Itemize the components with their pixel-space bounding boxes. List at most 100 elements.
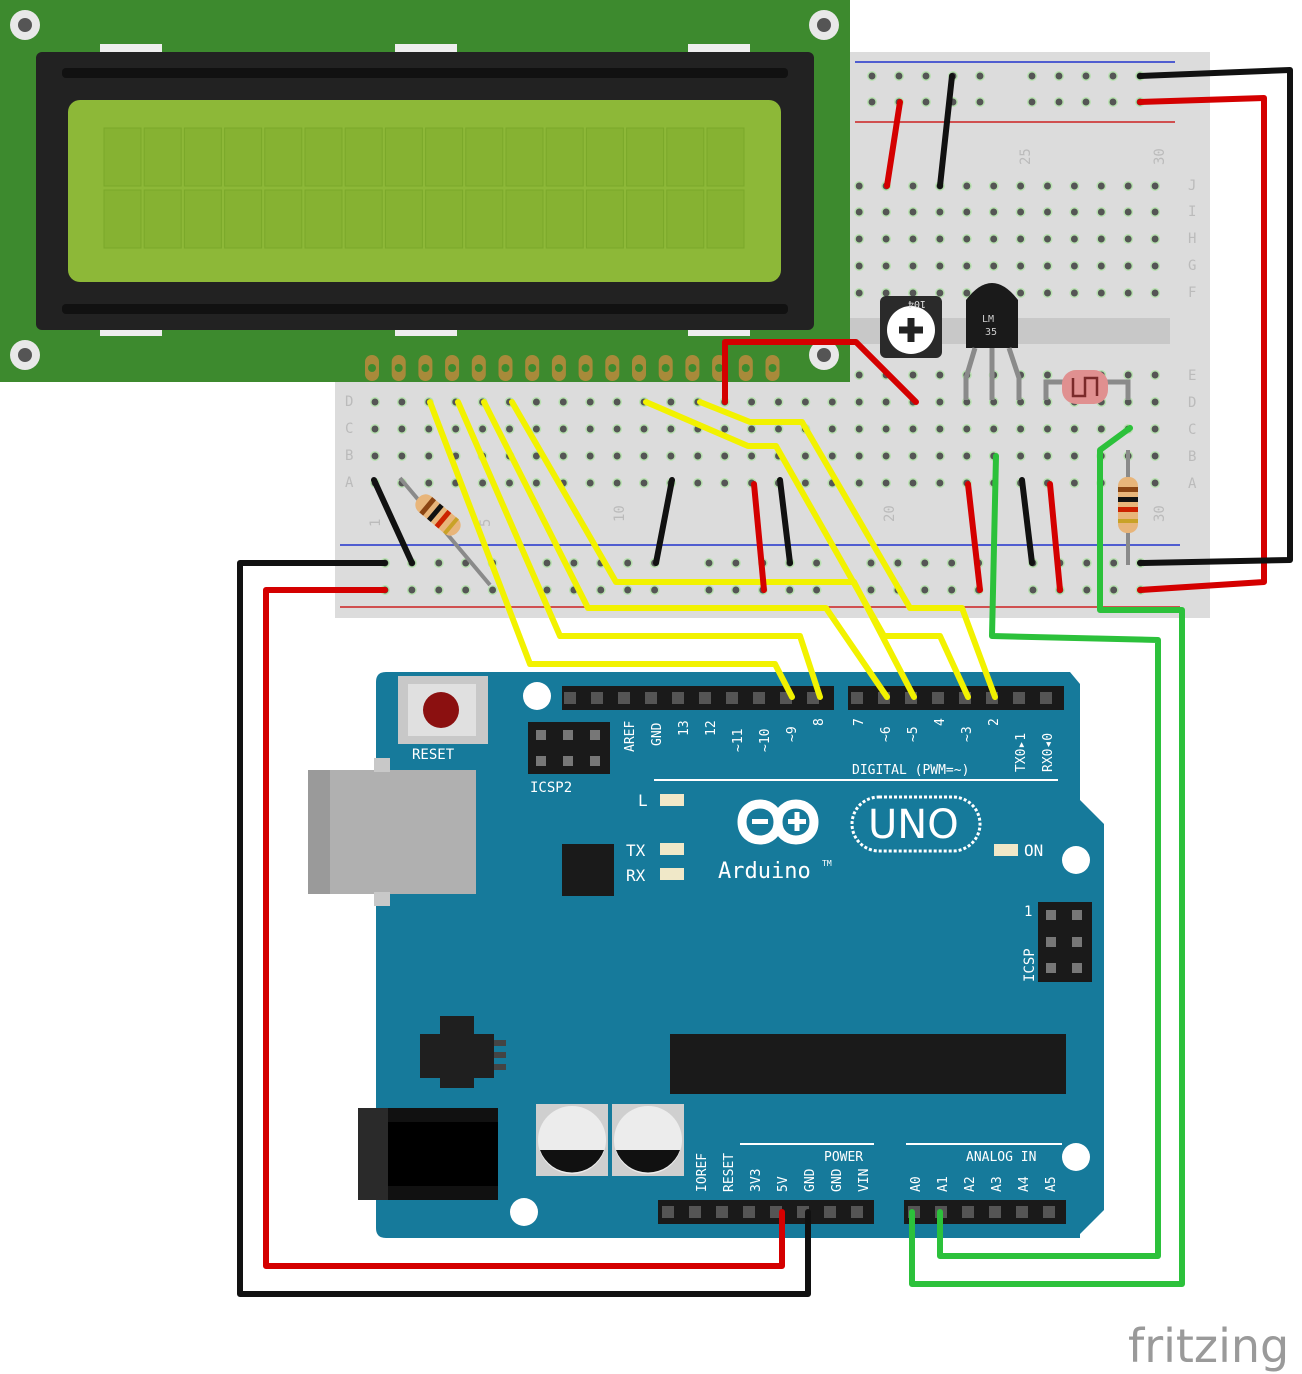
lcd-char-cell	[585, 127, 624, 187]
header-socket	[932, 692, 944, 704]
breadboard-hole	[881, 478, 892, 488]
resistor-band	[1118, 519, 1138, 523]
breadboard-hole	[961, 181, 972, 191]
header-pin	[563, 730, 573, 740]
breadboard-hole	[746, 397, 757, 407]
analog-label: ANALOG IN	[966, 1150, 1036, 1165]
breadboard-hole	[1150, 261, 1161, 271]
pot-slot	[899, 318, 923, 342]
breadboard-hole	[1108, 71, 1118, 81]
header-pin	[1072, 910, 1082, 920]
breadboard-hole	[800, 451, 811, 461]
breadboard-hole	[988, 424, 999, 434]
resistor-band	[419, 497, 437, 516]
mount-hole-inner	[817, 18, 831, 32]
header-socket	[1016, 1206, 1028, 1218]
header-socket	[1040, 692, 1052, 704]
breadboard-hole	[612, 397, 623, 407]
digital-pin-labels: AREF GND 13 12 ~11 ~10 ~9 8 7 ~6 ~5 4 ~3…	[623, 718, 1056, 772]
breadboard-hole	[908, 261, 918, 271]
black-wires	[237, 67, 1293, 1297]
green-wires	[909, 425, 1185, 1287]
mount-hole-inner	[817, 348, 831, 362]
lcd-char-cell	[505, 127, 544, 187]
breadboard-hole	[854, 207, 865, 217]
pin-label: 4	[933, 718, 948, 726]
breadboard-hole	[1054, 97, 1064, 107]
breadboard-hole	[1081, 97, 1091, 107]
lcd-pin-hole	[554, 364, 563, 372]
breadboard-hole	[1042, 234, 1053, 244]
breadboard-hole	[975, 97, 985, 107]
row-letter: E	[1188, 368, 1196, 384]
row-letter: D	[345, 394, 353, 410]
breadboard-hole	[531, 424, 542, 434]
icsp-pin1-label: 1	[1024, 904, 1032, 920]
breadboard-hole	[934, 288, 945, 298]
lcd-char-cell	[103, 127, 142, 187]
lcd-mount-holes	[10, 10, 839, 370]
ldr-legs	[1043, 379, 1131, 400]
breadboard-hole	[1028, 585, 1038, 595]
pin-label: TX0▸1	[1014, 733, 1029, 772]
infinity-icon	[737, 799, 819, 845]
breadboard-hole	[881, 207, 892, 217]
trademark: TM	[822, 859, 832, 868]
row-letter: C	[1188, 422, 1196, 438]
breadboard-hole	[908, 370, 918, 380]
breadboard-hole	[585, 424, 596, 434]
breadboard-hole	[1054, 71, 1064, 81]
breadboard-hole	[1150, 370, 1161, 380]
lcd-char-cell	[103, 189, 142, 249]
analog-header	[904, 1200, 1066, 1224]
breadboard-hole	[1069, 424, 1080, 434]
breadboard-hole	[881, 397, 892, 407]
led-l	[660, 794, 684, 806]
header-socket	[851, 692, 863, 704]
breadboard-hole	[1150, 181, 1161, 191]
breadboard-hole	[568, 558, 579, 568]
icsp2-header	[528, 722, 610, 774]
breadboard-hole	[665, 424, 676, 434]
lcd-pin-hole	[528, 364, 537, 372]
breadboard-hole	[1096, 261, 1107, 271]
arduino-pcb	[376, 672, 1104, 1238]
lcd-char-cell	[224, 127, 263, 187]
breadboard-hole	[1069, 288, 1080, 298]
lcd-tab	[100, 328, 162, 336]
breadboard-hole	[881, 288, 892, 298]
breadboard-hole	[881, 424, 892, 434]
breadboard-hole	[1081, 585, 1092, 595]
wire-black	[653, 477, 675, 566]
pin-label: RESET	[722, 1153, 737, 1192]
usb-tab	[374, 892, 390, 906]
wire-red	[263, 587, 785, 1269]
regulator-lead	[494, 1052, 506, 1058]
pin-label: ~3	[960, 726, 975, 742]
header-socket	[989, 1206, 1001, 1218]
breadboard-hole	[1096, 207, 1107, 217]
breadboard-hole	[908, 478, 918, 488]
yellow-wires	[427, 399, 998, 700]
lcd-char-cell	[626, 127, 665, 187]
breadboard-hole	[1042, 261, 1053, 271]
lcd-char-cell	[505, 189, 544, 249]
breadboard-hole	[921, 71, 931, 81]
lcd-header-pins	[365, 355, 780, 381]
breadboard-hole	[934, 478, 945, 488]
breadboard-hole	[827, 397, 838, 407]
breadboard-hole	[934, 451, 945, 461]
breadboard-hole	[585, 451, 596, 461]
wire-red	[722, 339, 919, 405]
wire-yellow	[643, 399, 971, 700]
header-socket	[716, 1206, 728, 1218]
breadboard-hole	[730, 585, 741, 595]
breadboard-hole	[1015, 451, 1026, 461]
reset-button[interactable]	[423, 692, 459, 728]
sensor-body	[966, 283, 1018, 348]
photoresistor	[1043, 370, 1131, 404]
breadboard-hole	[908, 234, 918, 244]
breadboard-hole	[558, 397, 569, 407]
lcd-char-cell	[545, 127, 584, 187]
row-letter: I	[1188, 204, 1196, 220]
